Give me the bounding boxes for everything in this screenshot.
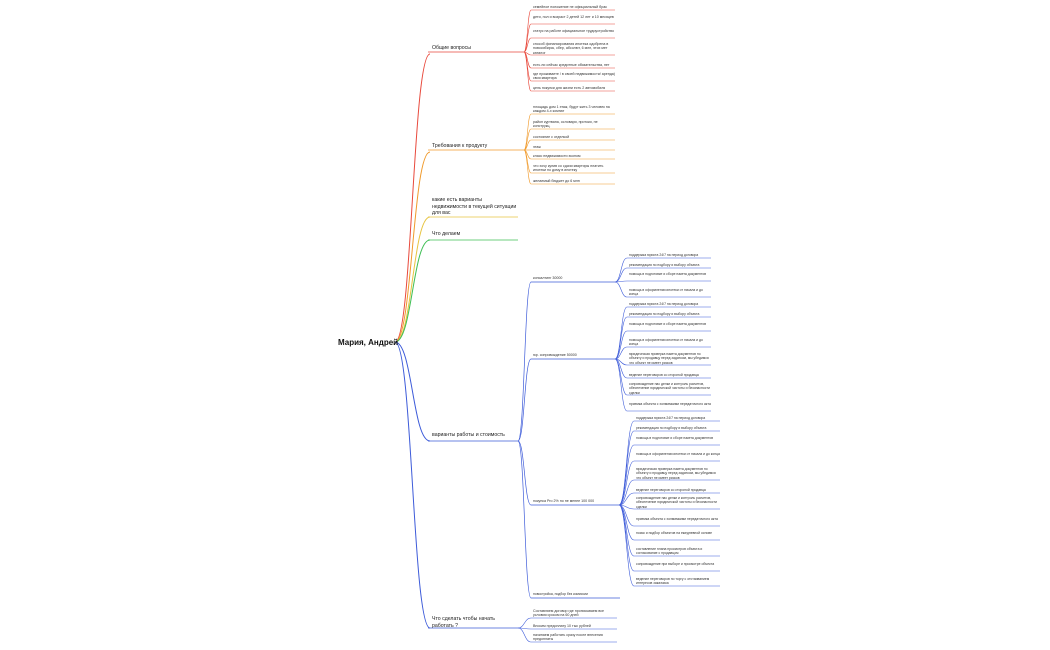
pro-leaf-link-5 xyxy=(618,492,635,506)
escort-item-1[interactable]: рекомендация по подбору и выбору объекта xyxy=(629,312,700,316)
root-link-todo xyxy=(394,239,431,343)
pro-item-9[interactable]: составление плана просмотров объекта и с… xyxy=(636,547,703,556)
pro-item-4[interactable]: юридическая проверка пакета документов п… xyxy=(636,467,716,480)
pro-item-10[interactable]: сопровождение при выборе и просмотре объ… xyxy=(636,562,715,566)
requirements-link-6 xyxy=(523,149,532,185)
escort-item-5[interactable]: ведение переговоров со стороной продавца xyxy=(629,373,699,377)
consult-leaf-link-1 xyxy=(614,267,628,283)
requirements-item-4[interactable]: класс недвижимости эконом xyxy=(533,154,581,158)
general-link-1 xyxy=(523,23,532,53)
consult-leaf-link-0 xyxy=(614,257,628,283)
requirements-item-5[interactable]: что хочу купив со сдачи квартиры платить… xyxy=(533,164,604,173)
requirements-item-1[interactable]: район куртвана, ословари, протоки, не ко… xyxy=(533,120,598,129)
root-link-pricing xyxy=(394,341,431,442)
start-node[interactable]: Что сделать чтобы начать работать ? xyxy=(432,616,495,629)
start-item-2[interactable]: начинаем работать сразу после внесения п… xyxy=(533,633,603,642)
pro-leaf-link-1 xyxy=(618,430,635,506)
general-item-3[interactable]: способ финансирования ипотека одобрена в… xyxy=(533,42,609,55)
general-item-5[interactable]: где проживаете / в своей недвижимости/ а… xyxy=(533,72,615,81)
todo-node[interactable]: Что делаем xyxy=(432,231,461,237)
root-node[interactable]: Мария, Андрей xyxy=(338,338,399,347)
escort-item-3[interactable]: помощь в оформлении ипотеки от начала и … xyxy=(629,338,703,347)
consult-node[interactable]: консалтинг 30000 xyxy=(533,276,563,280)
escort-item-4[interactable]: юридическая проверка пакета документов п… xyxy=(629,352,709,365)
escort-leaf-link-2 xyxy=(614,330,628,360)
start-link-0 xyxy=(517,617,532,629)
pro-item-11[interactable]: ведение переговоров по торгу с отстаиван… xyxy=(636,577,710,586)
general-item-1[interactable]: дети, пол и возраст 2 детей 12 лет и 10 … xyxy=(533,15,614,19)
requirements-item-6[interactable]: желаемый бюджет до 6 млн xyxy=(533,179,580,183)
escort-node[interactable]: юр. сопровождение 50000 xyxy=(533,353,577,357)
consult-item-1[interactable]: рекомендация по подбору и выбору объекта xyxy=(629,263,700,267)
general-item-0[interactable]: семейное положение не официальный брак xyxy=(533,5,607,9)
requirements-item-3[interactable]: этаж xyxy=(533,145,541,149)
general-link-6 xyxy=(523,51,532,92)
root-link-options xyxy=(394,216,431,343)
consult-leaf-link-3 xyxy=(614,281,628,298)
escort-item-0[interactable]: поддержка юриста 24/7 на период договора xyxy=(629,302,699,306)
general-link-2 xyxy=(523,37,532,53)
general-node[interactable]: Общие вопросы xyxy=(432,45,471,51)
root-link-start xyxy=(394,341,431,629)
pro-item-3[interactable]: помощь в оформлении ипотеки от начала и … xyxy=(636,452,720,456)
escort-item-7[interactable]: приемка объекта с холмимкими передаточно… xyxy=(629,402,711,406)
requirements-item-0[interactable]: площадь дом 1 этаж, будут жить 3 человек… xyxy=(533,105,610,114)
pricing-node[interactable]: варианты работы и стоимость xyxy=(432,432,505,438)
consult-item-3[interactable]: помощь в оформлении ипотеки от начала и … xyxy=(629,288,703,297)
pro-link xyxy=(517,440,532,506)
pro-leaf-link-2 xyxy=(618,444,635,506)
escort-leaf-link-3 xyxy=(614,346,628,360)
root-link-general xyxy=(394,53,431,343)
consult-leaf-link-2 xyxy=(614,280,628,283)
general-item-2[interactable]: статус на работе официальное трудоустрой… xyxy=(533,29,614,33)
pro-leaf-link-8 xyxy=(618,504,635,541)
start-item-1[interactable]: Вносим предоплату 10 тыс рублей xyxy=(533,624,591,628)
requirements-node[interactable]: Требования к продукту xyxy=(432,143,488,149)
newbuild-node[interactable]: новостройка, подбор без комиссии xyxy=(533,592,588,596)
pro-item-8[interactable]: поиск и подбор объектов на ежедневной ос… xyxy=(636,531,712,535)
consult-item-2[interactable]: помощь в подготовке и сборе пакета докум… xyxy=(629,272,707,276)
requirements-item-2[interactable]: состояние с отделкой xyxy=(533,135,570,139)
pro-item-1[interactable]: рекомендация по подбору и выбору объекта xyxy=(636,426,707,430)
general-item-4[interactable]: есть ли сейчас кредитные обязательства, … xyxy=(533,63,610,67)
consult-link xyxy=(517,281,532,442)
pro-item-6[interactable]: сопровождение нас делки и контроль расче… xyxy=(636,496,717,509)
options-node[interactable]: какие есть варианты недвижимости в текущ… xyxy=(432,197,517,216)
requirements-link-0 xyxy=(523,113,532,151)
newbuild-link xyxy=(517,440,532,599)
pro-node[interactable]: покупка Pro 2% но не менее 100 000 xyxy=(533,499,595,503)
escort-leaf-link-1 xyxy=(614,316,628,360)
pro-leaf-link-4 xyxy=(618,479,635,506)
pro-item-0[interactable]: поддержка юриста 24/7 на период договора xyxy=(636,416,706,420)
general-item-6[interactable]: цель покупки для жизни есть 2 автомобиля xyxy=(533,86,606,90)
pro-leaf-link-11 xyxy=(618,504,635,587)
pro-leaf-link-3 xyxy=(618,460,635,506)
escort-leaf-link-7 xyxy=(614,358,628,412)
pro-item-2[interactable]: помощь в подготовке и сборе пакета докум… xyxy=(636,436,714,440)
start-item-0[interactable]: Составляем договор где прописываем все у… xyxy=(533,609,605,618)
start-link-2 xyxy=(517,627,532,643)
general-link-5 xyxy=(523,51,532,82)
escort-item-6[interactable]: сопровождение нас делки и контроль расче… xyxy=(629,382,710,395)
root-link-requirements xyxy=(394,151,431,343)
consult-item-0[interactable]: поддержка юриста 24/7 на период договора xyxy=(629,253,699,257)
escort-link xyxy=(517,358,532,442)
escort-item-2[interactable]: помощь в подготовке и сборе пакета докум… xyxy=(629,322,707,326)
pro-item-5[interactable]: ведение переговоров со стороной продавца xyxy=(636,488,706,492)
requirements-link-1 xyxy=(523,128,532,151)
escort-leaf-link-0 xyxy=(614,306,628,360)
pro-item-7[interactable]: приемка объекта с холмимкими передаточно… xyxy=(636,517,718,521)
